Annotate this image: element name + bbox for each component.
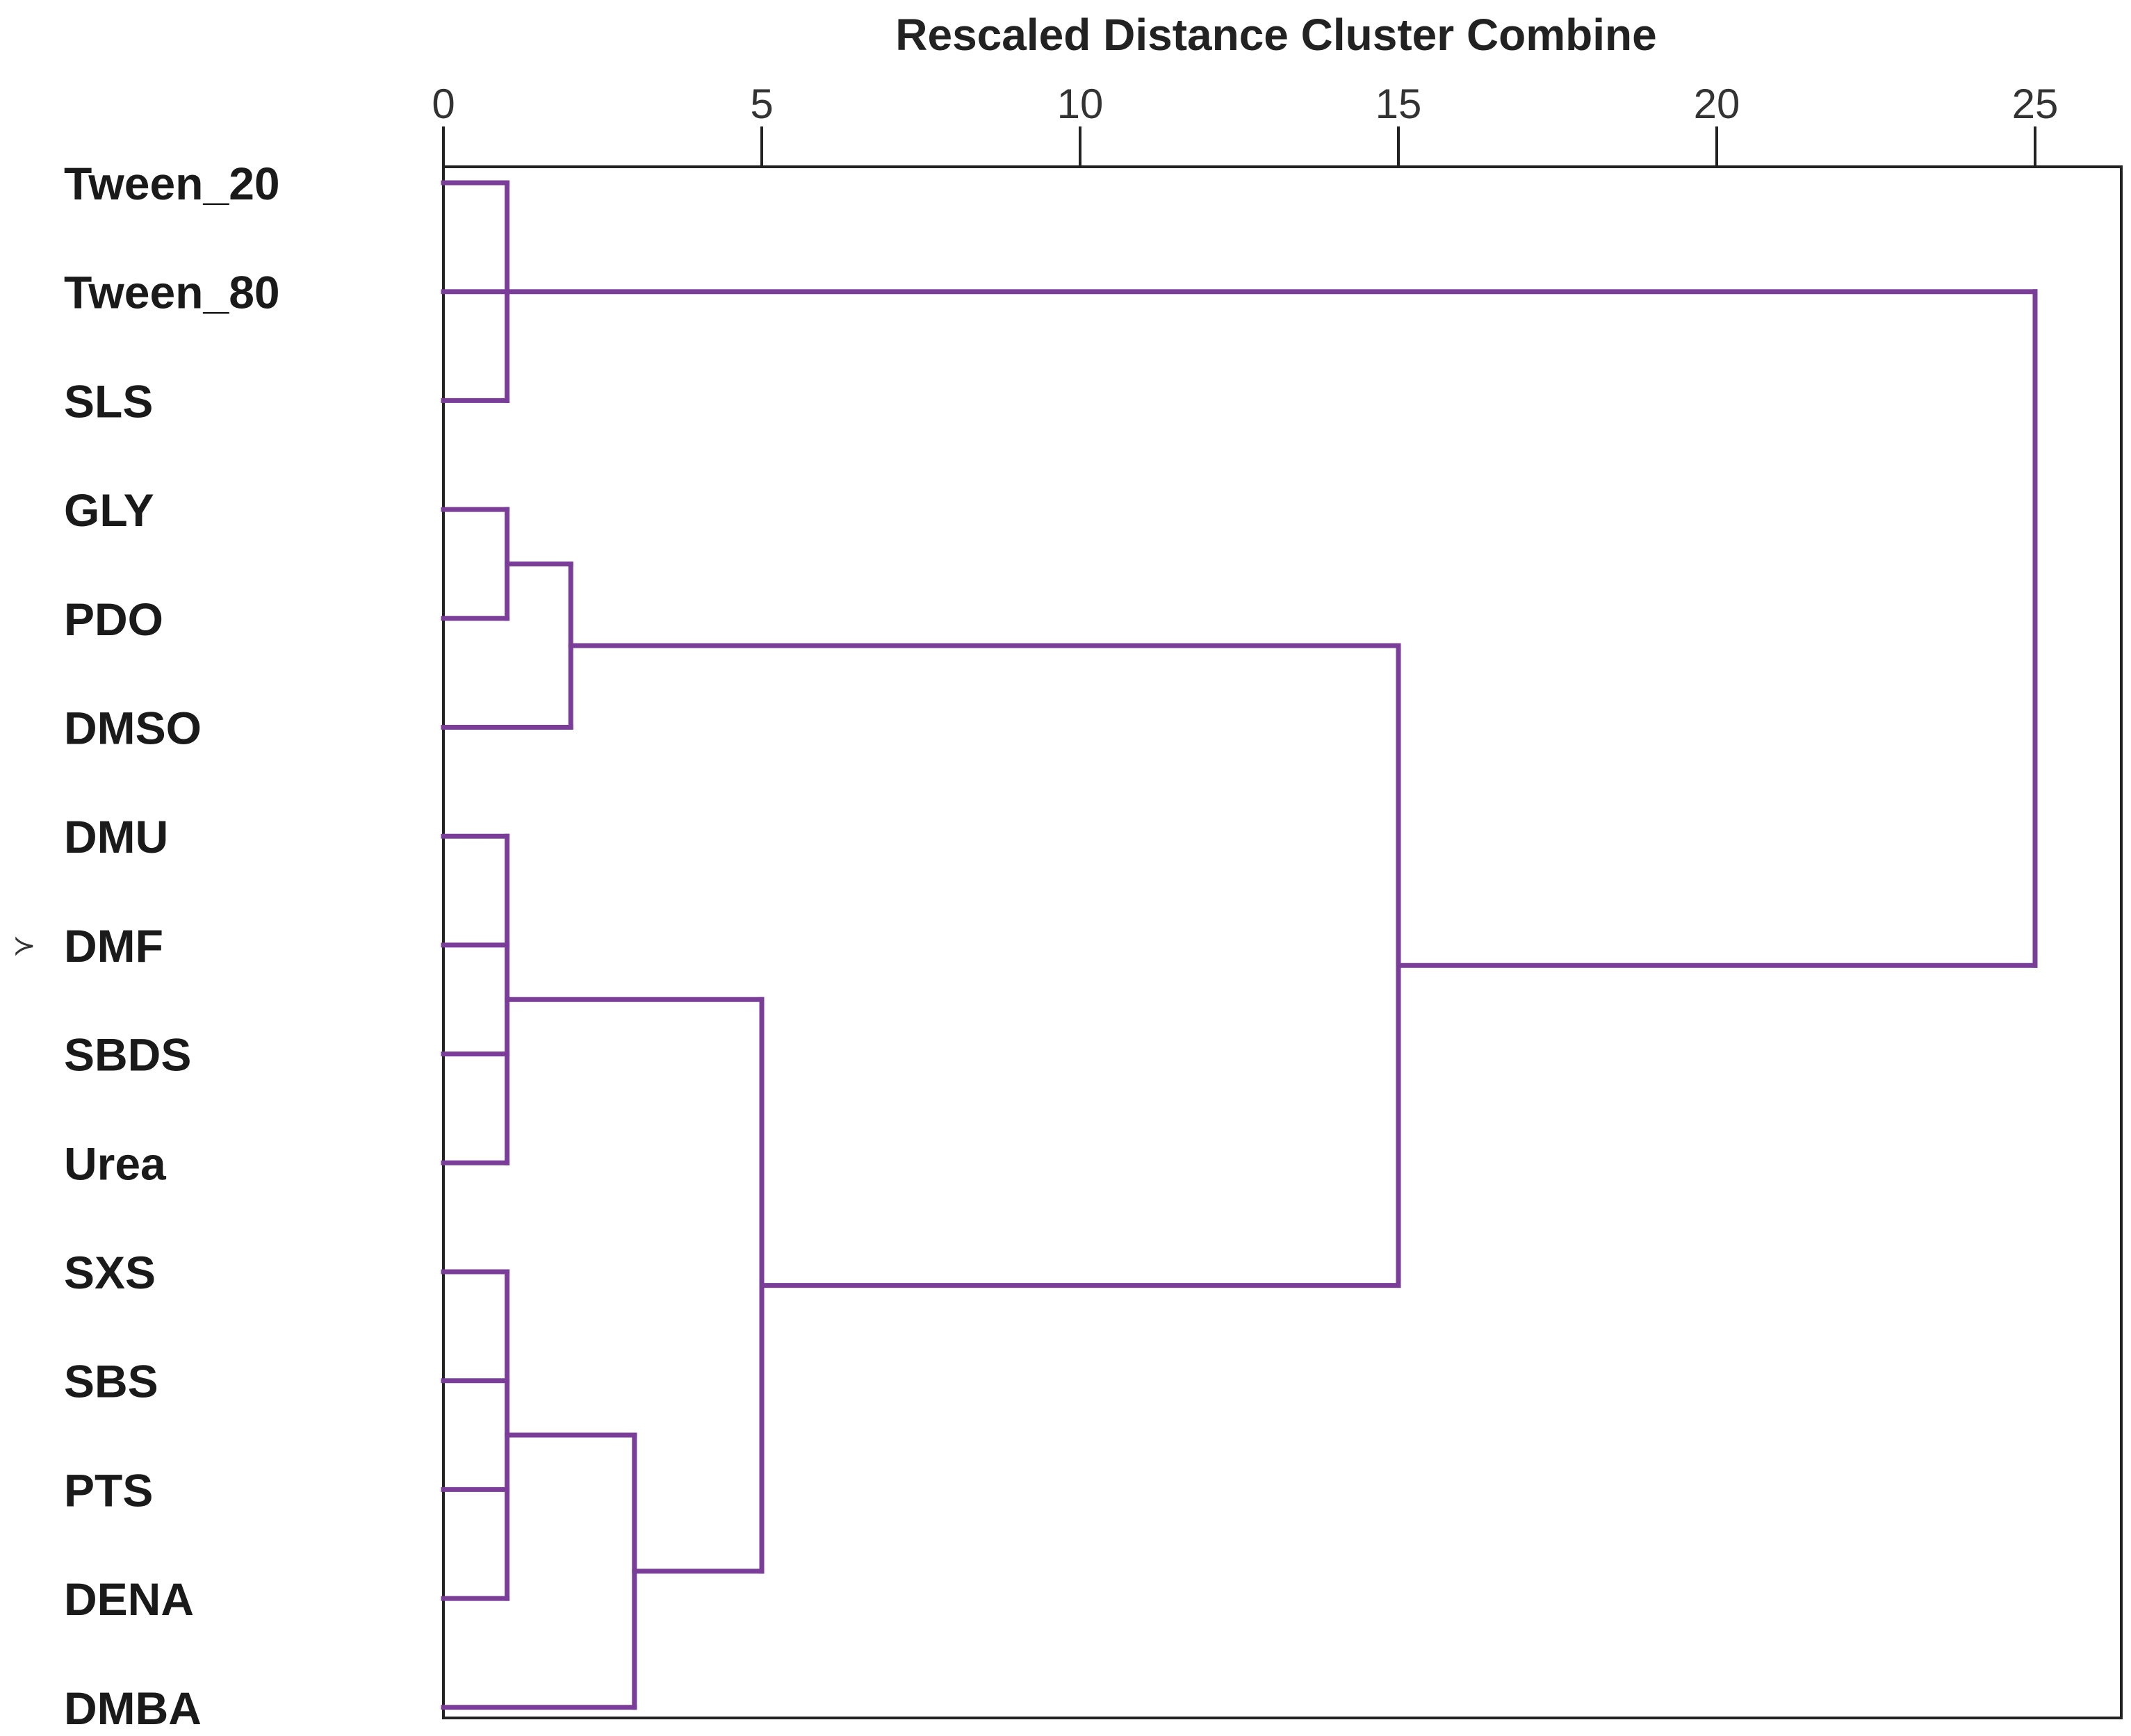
- leaf-label: SXS: [64, 1247, 156, 1298]
- leaf-label: DMU: [64, 811, 168, 862]
- leaf-label: PDO: [64, 593, 163, 645]
- leaf-label: Tween_80: [64, 267, 280, 318]
- leaf-label: DMSO: [64, 703, 202, 754]
- leaf-label: GLY: [64, 484, 154, 536]
- x-tick-label: 25: [2012, 81, 2059, 127]
- x-axis: 0 5 10 15 20 25: [432, 81, 2058, 167]
- leaf-label: DMF: [64, 920, 163, 972]
- x-tick-label: 15: [1375, 81, 1422, 127]
- x-tick-label: 10: [1057, 81, 1104, 127]
- leaf-label: DMBA: [64, 1682, 202, 1734]
- dendrogram-links: [441, 180, 2038, 1710]
- leaf-label: SBS: [64, 1356, 158, 1407]
- leaf-label: SBDS: [64, 1029, 191, 1081]
- plot-frame: [442, 165, 2123, 1719]
- chart-title: Rescaled Distance Cluster Combine: [895, 10, 1656, 60]
- x-tick-label: 20: [1694, 81, 1740, 127]
- leaf-label: DENA: [64, 1573, 194, 1625]
- selected-leaf-marker: ≻: [13, 930, 36, 962]
- leaf-label: Tween_20: [64, 158, 280, 209]
- x-tick-label: 5: [750, 81, 773, 127]
- leaf-label: PTS: [64, 1464, 153, 1516]
- leaf-label: Urea: [64, 1138, 167, 1189]
- leaf-label: SLS: [64, 375, 153, 427]
- x-tick-label: 0: [432, 81, 455, 127]
